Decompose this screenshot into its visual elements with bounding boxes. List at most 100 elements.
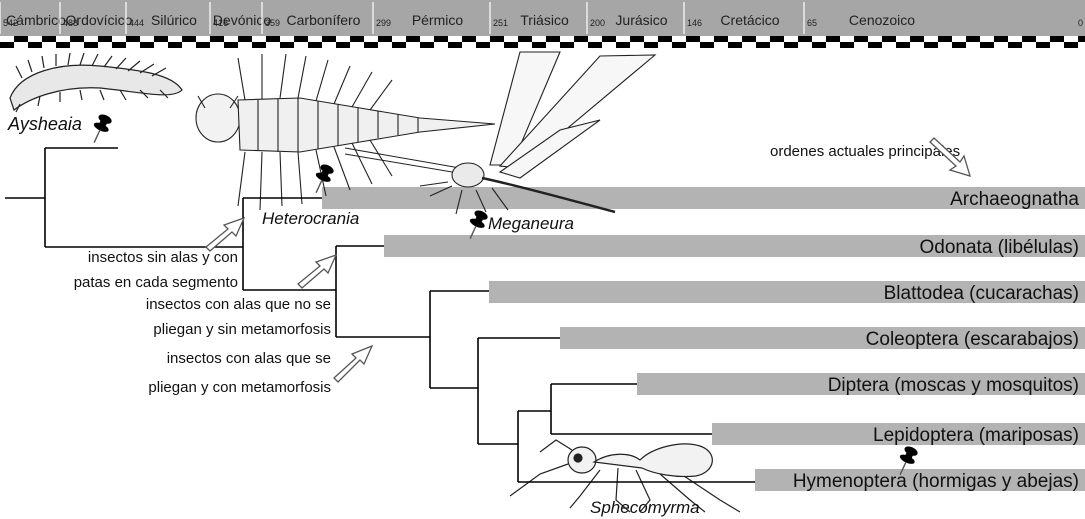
- scale-checker-cell: [826, 36, 840, 42]
- scale-checker-cell: [378, 36, 392, 42]
- scale-checker-cell: [672, 42, 686, 48]
- clade-label-wingless-1: insectos sin alas y con: [88, 249, 238, 266]
- scale-checker-cell: [1064, 36, 1078, 42]
- scale-checker-cell: [182, 36, 196, 42]
- scale-checker-cell: [1050, 42, 1064, 48]
- scale-checker-cell: [168, 36, 182, 42]
- scale-checker-cell: [1078, 42, 1085, 48]
- scale-checker-cell: [504, 42, 518, 48]
- period-name-label: Triásico: [520, 12, 569, 28]
- scale-checker-cell: [602, 36, 616, 42]
- period-name-label: Pérmico: [412, 12, 464, 28]
- period-name-label: Cámbrico: [6, 12, 66, 28]
- scale-checker-cell: [630, 42, 644, 48]
- period-start-label: 299: [376, 18, 391, 28]
- scale-checker-cell: [812, 36, 826, 42]
- scale-checker-cell: [14, 36, 28, 42]
- scale-checker-cell: [798, 42, 812, 48]
- scale-checker-cell: [42, 36, 56, 42]
- scale-checker-cell: [56, 36, 70, 42]
- scale-checker-cell: [28, 42, 42, 48]
- order-label: Coleoptera (escarabajos): [866, 329, 1079, 350]
- scale-checker-cell: [910, 42, 924, 48]
- scale-checker-cell: [840, 42, 854, 48]
- scale-checker-cell: [434, 36, 448, 42]
- scale-checker-cell: [1008, 42, 1022, 48]
- period-start-label: 146: [687, 18, 702, 28]
- scale-checker-cell: [112, 42, 126, 48]
- order-label: Archaeognatha: [950, 189, 1079, 210]
- scale-checker-cell: [406, 42, 420, 48]
- scale-checker-cell: [42, 42, 56, 48]
- scale-checker-cell: [742, 42, 756, 48]
- scale-checker-cell: [784, 42, 798, 48]
- scale-checker-cell: [308, 42, 322, 48]
- scale-checker-cell: [518, 42, 532, 48]
- scale-checker-cell: [756, 42, 770, 48]
- scale-checker-cell: [70, 42, 84, 48]
- clade-label-nonfolding-2: pliegan y sin metamorfosis: [153, 321, 331, 338]
- scale-checker-cell: [490, 42, 504, 48]
- scale-checker-cell: [406, 36, 420, 42]
- period-name-label: Silúrico: [151, 12, 197, 28]
- arrow-nonfolding-icon: [298, 255, 336, 288]
- scale-checker-cell: [224, 42, 238, 48]
- scale-checker-cell: [616, 36, 630, 42]
- scale-checker-cell: [336, 36, 350, 42]
- scale-checker-cell: [448, 36, 462, 42]
- scale-checker-cell: [126, 42, 140, 48]
- scale-checker-cell: [840, 36, 854, 42]
- scale-checker-cell: [588, 42, 602, 48]
- scale-checker-cell: [266, 42, 280, 48]
- modern-orders-label: ordenes actuales principales: [770, 143, 960, 160]
- scale-checker-cell: [728, 36, 742, 42]
- period-name-label: Jurásico: [615, 12, 667, 28]
- scale-checker-cell: [952, 36, 966, 42]
- scale-checker-cell: [476, 42, 490, 48]
- scale-checker-cell: [1022, 42, 1036, 48]
- scale-checker-cell: [602, 42, 616, 48]
- scale-checker-cell: [224, 36, 238, 42]
- scale-checker-cell: [210, 36, 224, 42]
- fossil-label-heterocrania: Heterocrania: [262, 209, 359, 228]
- scale-checker-cell: [980, 42, 994, 48]
- scale-checker-cell: [322, 42, 336, 48]
- scale-checker-cell: [476, 36, 490, 42]
- scale-checker-cell: [658, 36, 672, 42]
- scale-checker-cell: [644, 36, 658, 42]
- scale-checker-cell: [1064, 42, 1078, 48]
- scale-checker-cell: [896, 36, 910, 42]
- scale-checker-cell: [1050, 36, 1064, 42]
- scale-checker-cell: [14, 42, 28, 48]
- scale-checker-cell: [84, 36, 98, 42]
- order-label: Blattodea (cucarachas): [884, 283, 1079, 304]
- scale-checker-cell: [966, 36, 980, 42]
- scale-checker-cell: [574, 42, 588, 48]
- scale-checker-cell: [1008, 36, 1022, 42]
- scale-checker-cell: [0, 36, 14, 42]
- scale-checker-cell: [798, 36, 812, 42]
- scale-checker-cell: [826, 42, 840, 48]
- scale-checker-cell: [896, 42, 910, 48]
- arrow-wingless-icon: [206, 218, 244, 251]
- scale-checker-cell: [28, 36, 42, 42]
- scale-checker-cell: [672, 36, 686, 42]
- scale-checker-cell: [938, 42, 952, 48]
- scale-checker-cell: [560, 36, 574, 42]
- scale-checker-cell: [1022, 36, 1036, 42]
- scale-checker-cell: [420, 42, 434, 48]
- scale-checker-cell: [98, 42, 112, 48]
- scale-checker-cell: [1036, 36, 1050, 42]
- scale-checker-cell: [350, 36, 364, 42]
- scale-checker-cell: [252, 42, 266, 48]
- scale-checker-cell: [994, 42, 1008, 48]
- period-name-label: Ordovícico: [66, 12, 133, 28]
- order-label: Diptera (moscas y mosquitos): [828, 375, 1079, 396]
- scale-checker-cell: [98, 36, 112, 42]
- aysheaia-drawing: [10, 53, 182, 112]
- scale-checker-cell: [434, 42, 448, 48]
- scale-checker-cell: [714, 42, 728, 48]
- scale-checker-cell: [574, 36, 588, 42]
- clade-label-wingless-2: patas en cada segmento: [74, 274, 238, 291]
- order-label: Lepidoptera (mariposas): [873, 425, 1079, 446]
